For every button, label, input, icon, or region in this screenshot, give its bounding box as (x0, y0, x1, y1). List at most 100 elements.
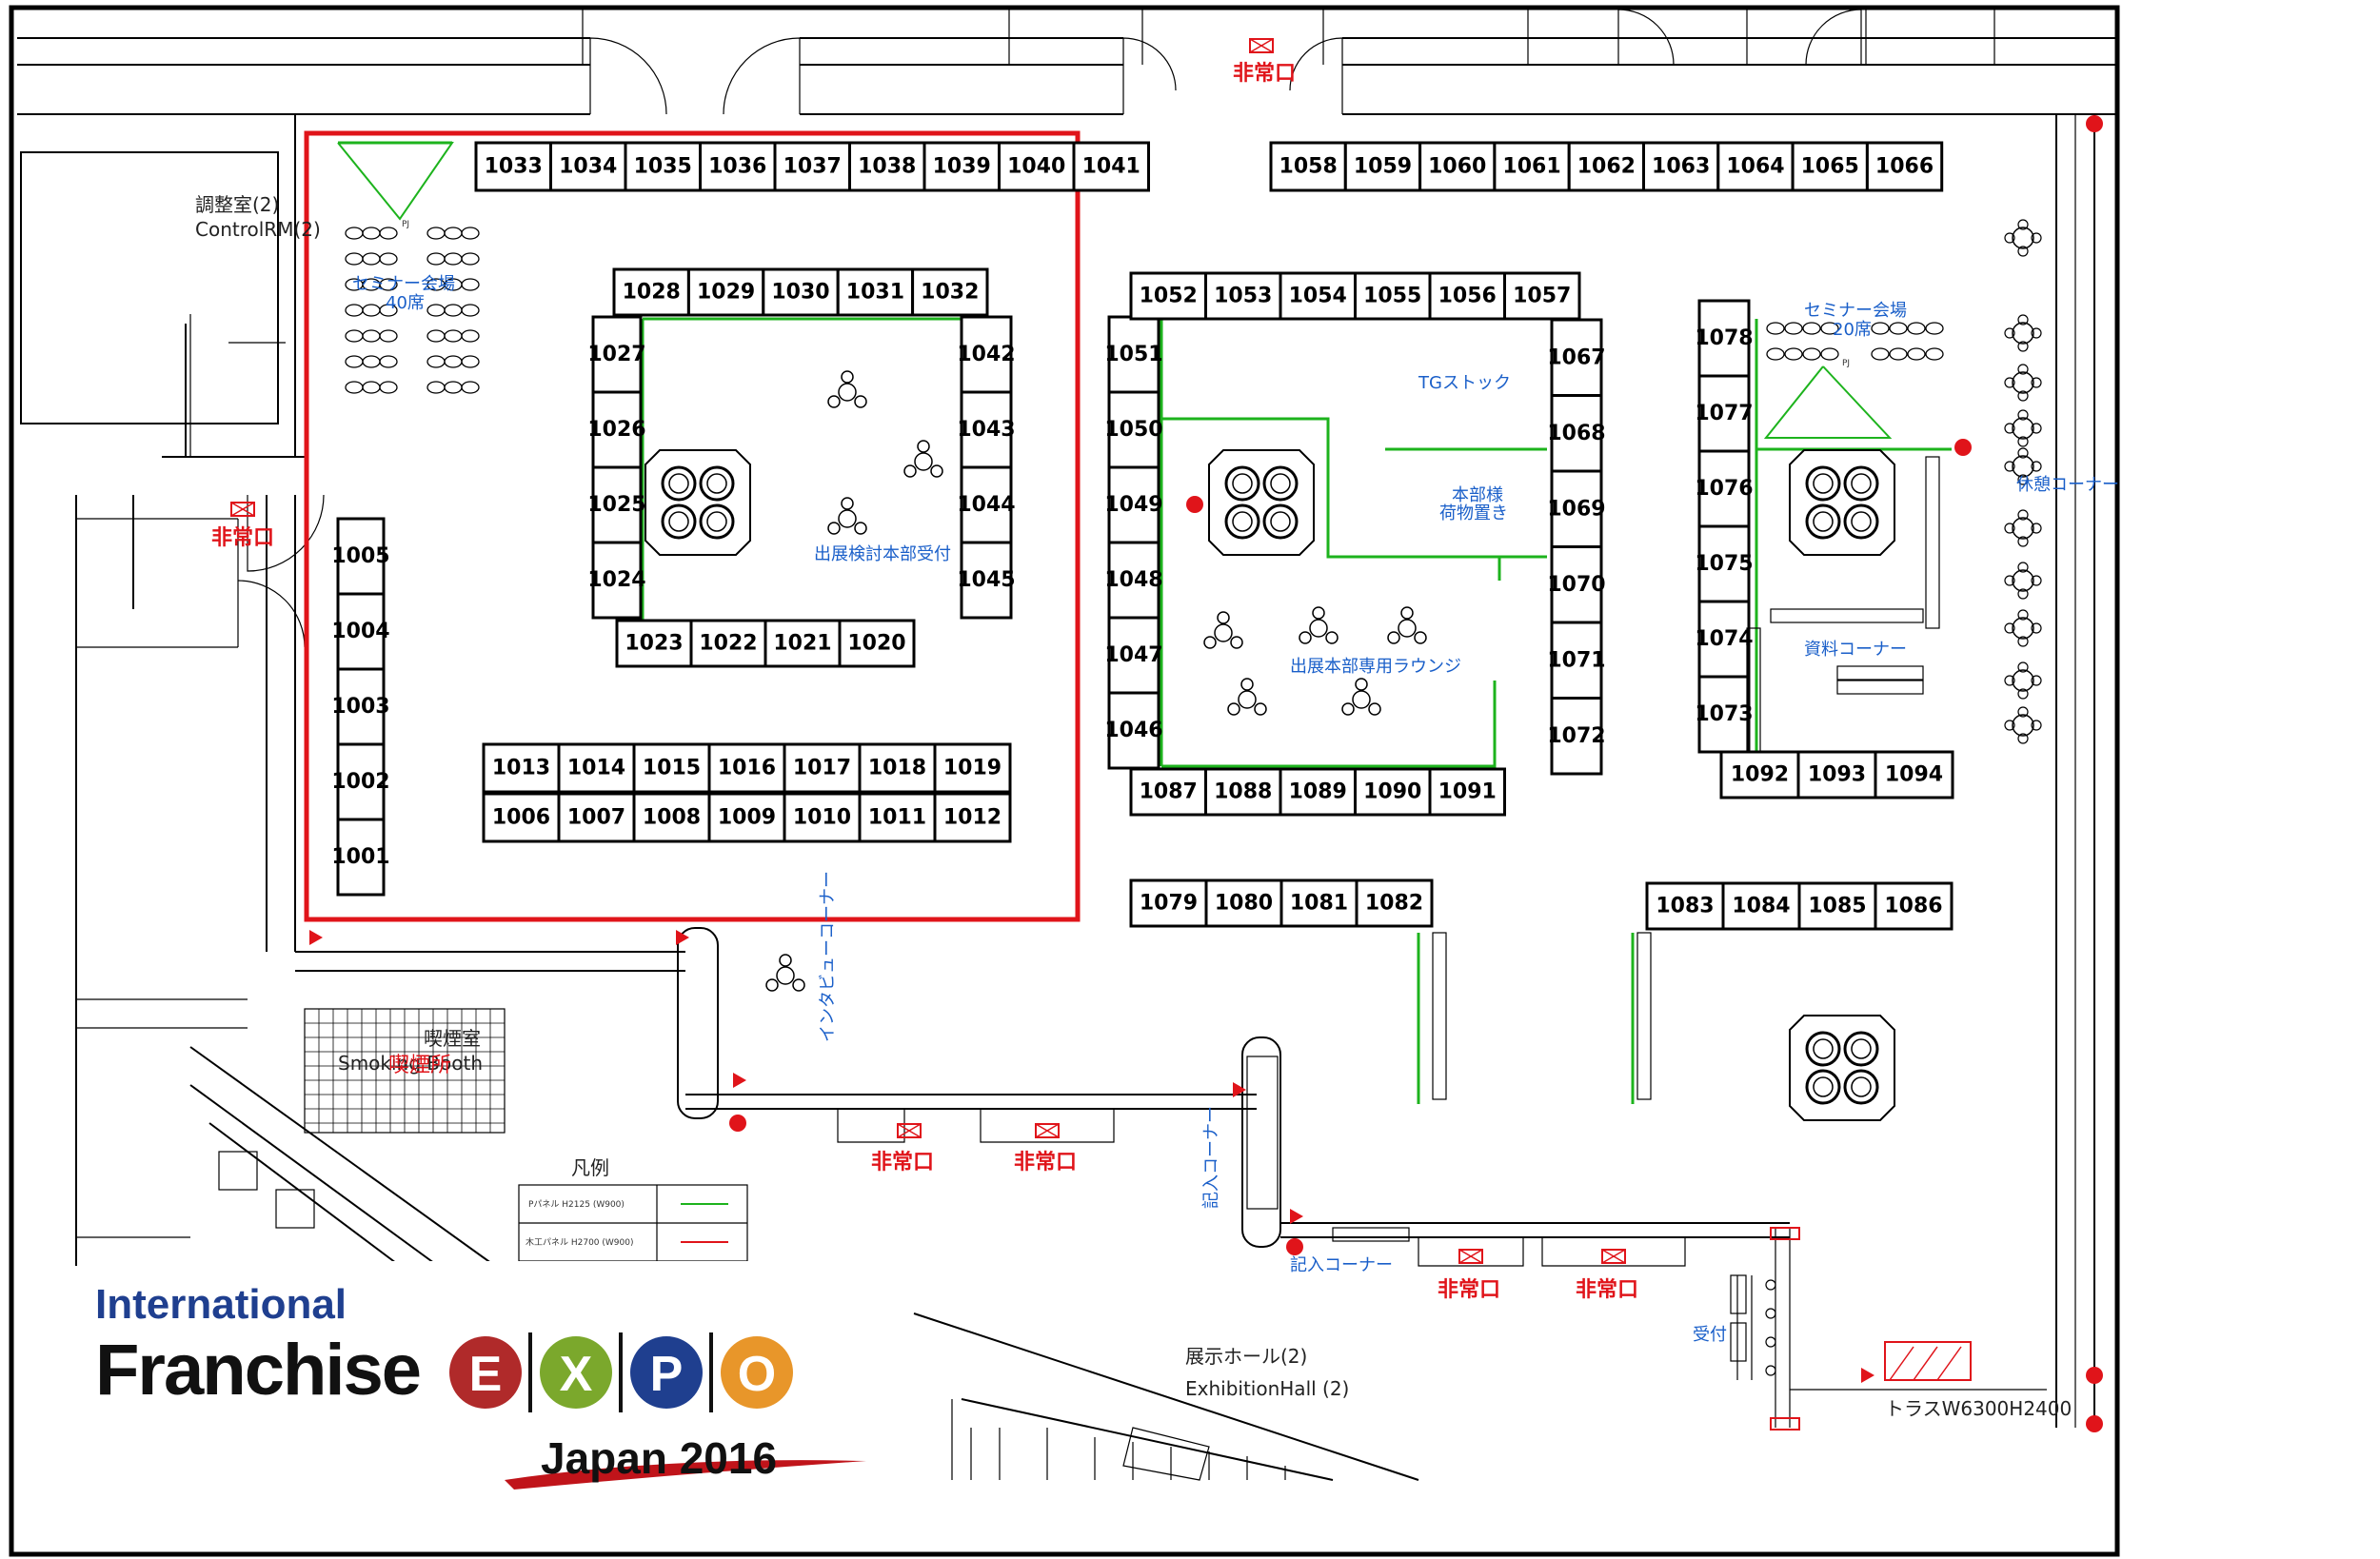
booth-1005[interactable]: 1005 (331, 517, 390, 596)
booth-1078[interactable]: 1078 (1695, 299, 1754, 378)
booth-1025[interactable]: 1025 (587, 465, 646, 544)
booth-1077[interactable]: 1077 (1695, 374, 1754, 453)
booth-1024[interactable]: 1024 (587, 541, 646, 620)
booth-1066[interactable]: 1066 (1865, 141, 1944, 192)
booth-1032[interactable]: 1032 (911, 267, 989, 317)
booth-1076[interactable]: 1076 (1695, 449, 1754, 528)
booth-1070[interactable]: 1070 (1547, 545, 1606, 624)
booth-1023[interactable]: 1023 (615, 619, 693, 668)
booth-1069[interactable]: 1069 (1547, 469, 1606, 548)
booth-1030[interactable]: 1030 (762, 267, 840, 317)
booth-1055[interactable]: 1055 (1354, 271, 1432, 321)
booth-1086[interactable]: 1086 (1874, 881, 1954, 931)
booth-1016[interactable]: 1016 (707, 742, 786, 794)
booth-1031[interactable]: 1031 (836, 267, 915, 317)
booth-1045[interactable]: 1045 (957, 541, 1016, 620)
booth-1036[interactable]: 1036 (699, 141, 777, 192)
booth-1020[interactable]: 1020 (838, 619, 916, 668)
booth-1060[interactable]: 1060 (1418, 141, 1497, 192)
booth-1044[interactable]: 1044 (957, 465, 1016, 544)
booth-1084[interactable]: 1084 (1721, 881, 1801, 931)
booth-1002[interactable]: 1002 (331, 742, 390, 821)
booth-1072[interactable]: 1072 (1547, 697, 1606, 776)
booth-1026[interactable]: 1026 (587, 390, 646, 469)
booth-1080[interactable]: 1080 (1204, 878, 1283, 928)
booth-rect (1343, 141, 1422, 192)
booth-1088[interactable]: 1088 (1204, 767, 1282, 817)
booth-1058[interactable]: 1058 (1269, 141, 1347, 192)
booth-1087[interactable]: 1087 (1129, 767, 1207, 817)
booth-1052[interactable]: 1052 (1129, 271, 1207, 321)
booth-1034[interactable]: 1034 (549, 141, 627, 192)
booth-1093[interactable]: 1093 (1796, 750, 1877, 799)
booth-1074[interactable]: 1074 (1695, 600, 1754, 679)
booth-1035[interactable]: 1035 (624, 141, 702, 192)
booth-1013[interactable]: 1013 (482, 742, 561, 794)
booth-1064[interactable]: 1064 (1716, 141, 1795, 192)
booth-1071[interactable]: 1071 (1547, 621, 1606, 700)
booth-1039[interactable]: 1039 (922, 141, 1001, 192)
booth-1043[interactable]: 1043 (957, 390, 1016, 469)
booth-1079[interactable]: 1079 (1129, 878, 1208, 928)
booth-1065[interactable]: 1065 (1791, 141, 1869, 192)
seat (379, 304, 398, 317)
booth-1059[interactable]: 1059 (1343, 141, 1422, 192)
booth-1004[interactable]: 1004 (331, 592, 390, 671)
booth-1085[interactable]: 1085 (1797, 881, 1877, 931)
booth-1046[interactable]: 1046 (1104, 691, 1163, 770)
booth-1017[interactable]: 1017 (783, 742, 862, 794)
booth-number: 1036 (708, 155, 766, 179)
booth-1018[interactable]: 1018 (858, 742, 937, 794)
booth-1083[interactable]: 1083 (1645, 881, 1725, 931)
booth-1081[interactable]: 1081 (1279, 878, 1359, 928)
booth-1090[interactable]: 1090 (1354, 767, 1432, 817)
booth-1054[interactable]: 1054 (1279, 271, 1357, 321)
booth-1040[interactable]: 1040 (998, 141, 1076, 192)
booth-rect (1697, 524, 1751, 603)
booth-1033[interactable]: 1033 (474, 141, 552, 192)
booth-1067[interactable]: 1067 (1547, 318, 1606, 397)
table-cluster-large (1789, 1015, 1895, 1121)
booth-1019[interactable]: 1019 (933, 742, 1012, 794)
booth-1048[interactable]: 1048 (1104, 541, 1163, 620)
booth-1073[interactable]: 1073 (1695, 675, 1754, 754)
booth-1029[interactable]: 1029 (686, 267, 765, 317)
booth-1037[interactable]: 1037 (773, 141, 851, 192)
booth-1021[interactable]: 1021 (764, 619, 842, 668)
booth-1062[interactable]: 1062 (1567, 141, 1645, 192)
booth-1075[interactable]: 1075 (1695, 524, 1754, 603)
booth-1010[interactable]: 1010 (783, 792, 862, 843)
booth-1091[interactable]: 1091 (1428, 767, 1506, 817)
booth-1028[interactable]: 1028 (612, 267, 690, 317)
booth-1012[interactable]: 1012 (933, 792, 1012, 843)
booth-1050[interactable]: 1050 (1104, 390, 1163, 469)
booth-1007[interactable]: 1007 (557, 792, 636, 843)
booth-1082[interactable]: 1082 (1355, 878, 1434, 928)
booth-1057[interactable]: 1057 (1503, 271, 1581, 321)
booth-1056[interactable]: 1056 (1428, 271, 1506, 321)
booth-1008[interactable]: 1008 (632, 792, 711, 843)
booth-1006[interactable]: 1006 (482, 792, 561, 843)
booth-1009[interactable]: 1009 (707, 792, 786, 843)
booth-1011[interactable]: 1011 (858, 792, 937, 843)
booth-1003[interactable]: 1003 (331, 667, 390, 746)
booth-1089[interactable]: 1089 (1279, 767, 1357, 817)
booth-1063[interactable]: 1063 (1642, 141, 1720, 192)
booth-1053[interactable]: 1053 (1204, 271, 1282, 321)
booth-1001[interactable]: 1001 (331, 818, 390, 897)
booth-1094[interactable]: 1094 (1874, 750, 1954, 799)
booth-1014[interactable]: 1014 (557, 742, 636, 794)
booth-1038[interactable]: 1038 (848, 141, 926, 192)
booth-1049[interactable]: 1049 (1104, 465, 1163, 544)
booth-1092[interactable]: 1092 (1719, 750, 1800, 799)
booth-1068[interactable]: 1068 (1547, 394, 1606, 473)
booth-1042[interactable]: 1042 (957, 315, 1016, 394)
booth-1061[interactable]: 1061 (1493, 141, 1571, 192)
booth-1041[interactable]: 1041 (1072, 141, 1150, 192)
booth-1047[interactable]: 1047 (1104, 616, 1163, 695)
booth-number: 1009 (718, 806, 776, 830)
booth-1022[interactable]: 1022 (689, 619, 767, 668)
booth-1015[interactable]: 1015 (632, 742, 711, 794)
booth-1027[interactable]: 1027 (587, 315, 646, 394)
booth-1051[interactable]: 1051 (1104, 315, 1163, 394)
